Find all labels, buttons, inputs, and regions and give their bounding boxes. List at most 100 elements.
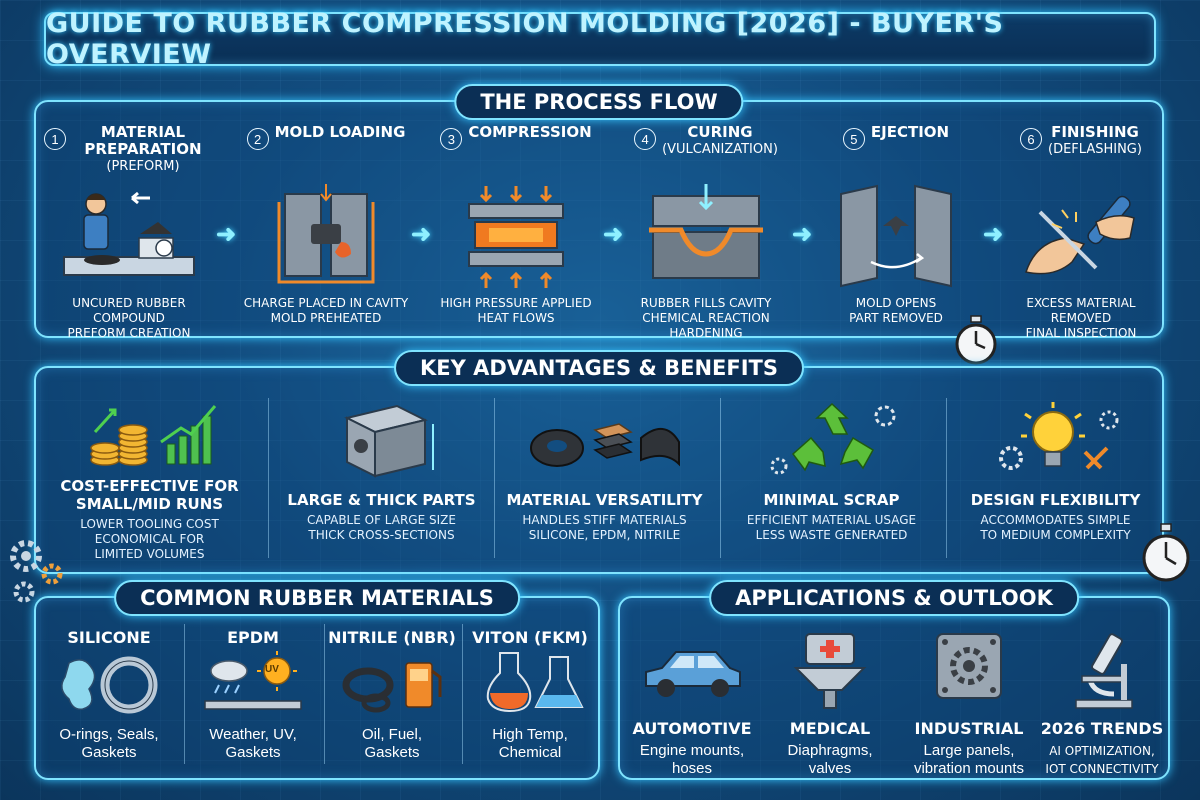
flow-arrow-icon: ➜ (983, 221, 1004, 248)
advantage-title: DESIGN FLEXIBILITY (970, 491, 1141, 509)
application-desc: valves (808, 760, 852, 777)
advantage-desc: CAPABLE OF LARGE SIZE (307, 513, 456, 527)
divider (268, 398, 269, 558)
step-caption: HARDENING (669, 326, 743, 340)
lightbulb-icon (998, 402, 1118, 470)
advantage-desc: HANDLES STIFF MATERIALS (522, 513, 687, 527)
step-caption: PREFORM CREATION (67, 326, 191, 340)
step-title: EJECTION (870, 123, 950, 141)
step-caption: MOLD PREHEATED (270, 311, 382, 325)
advantage-desc: ACCOMMODATES SIMPLE (980, 513, 1131, 527)
divider (462, 624, 463, 764)
material-nitrile: NITRILE (NBR) Oil, Fuel,Gaskets (322, 628, 462, 762)
divider (720, 398, 721, 558)
material-title: NITRILE (NBR) (328, 628, 456, 647)
curing-mold-icon (649, 184, 763, 279)
step-number: 4 (634, 128, 657, 150)
advantages-panel: KEY ADVANTAGES & BENEFITS COST-EFFECTIVE… (34, 350, 1164, 574)
application-desc: hoses (671, 760, 713, 777)
coins-chart-icon (89, 405, 216, 466)
material-samples-icon (529, 423, 680, 467)
title-banner: GUIDE TO RUBBER COMPRESSION MOLDING [202… (44, 8, 1156, 70)
material-desc: High Temp, (492, 726, 568, 743)
compression-press-icon (468, 186, 564, 288)
advantage-material-versatility: MATERIAL VERSATILITY HANDLES STIFF MATER… (497, 398, 712, 543)
divider (494, 398, 495, 558)
step-subtitle: (PREFORM) (106, 159, 180, 174)
deflashing-tool-icon (1025, 195, 1135, 275)
advantages-heading: KEY ADVANTAGES & BENEFITS (394, 350, 804, 386)
divider (324, 624, 325, 764)
advantage-desc: LOWER TOOLING COST (80, 517, 219, 531)
mold-ejection-icon (840, 184, 952, 288)
stopwatch-icon (1142, 523, 1190, 582)
application-title: 2026 TRENDS (1040, 719, 1164, 738)
advantage-desc: EFFICIENT MATERIAL USAGE (746, 513, 917, 527)
advantage-desc: SILICONE, EPDM, NITRILE (528, 528, 681, 542)
process-flow-panel: THE PROCESS FLOW 1 MATERIAL PREPARATION(… (34, 84, 1166, 341)
step-number: 6 (1020, 128, 1043, 150)
material-desc: O-rings, Seals, (59, 726, 159, 743)
step-caption: CHARGE PLACED IN CAVITY (243, 296, 409, 310)
step-caption: CHEMICAL REACTION (642, 311, 770, 325)
process-step-6: 6 FINISHING(DEFLASHING) EXCESS MATERIAL … (996, 124, 1166, 341)
application-desc: IOT CONNECTIVITY (1045, 762, 1159, 776)
divider (184, 624, 185, 764)
advantage-title: LARGE & THICK PARTS (287, 491, 476, 509)
car-icon (645, 651, 741, 697)
application-desc: Engine mounts, (639, 742, 745, 759)
advantage-title: MATERIAL VERSATILITY (506, 491, 703, 509)
block-part-icon (343, 404, 434, 478)
step-title: CURING (687, 123, 753, 141)
divider (946, 398, 947, 558)
material-title: SILICONE (67, 628, 151, 647)
step-number: 2 (246, 128, 269, 150)
gear-icon (10, 540, 63, 603)
material-viton: VITON (FKM) High Temp,Chemical (462, 628, 598, 762)
microscope-icon (1075, 633, 1133, 709)
medical-diaphragm-icon (793, 633, 867, 709)
advantage-desc: LESS WASTE GENERATED (755, 528, 908, 542)
page-title: GUIDE TO RUBBER COMPRESSION MOLDING [202… (46, 8, 1004, 70)
flask-chemical-icon (486, 652, 584, 713)
step-subtitle: (VULCANIZATION) (662, 142, 778, 157)
flow-arrow-icon: ➜ (216, 221, 237, 248)
step-title: FINISHING (1051, 123, 1139, 141)
step-number: 1 (44, 128, 66, 150)
step-caption: RUBBER FILLS CAVITY (640, 296, 772, 310)
flow-arrow-icon: ➜ (792, 221, 813, 248)
advantage-title: COST-EFFECTIVE FOR SMALL/MID RUNS (60, 477, 239, 513)
material-desc: Gaskets (225, 744, 281, 761)
application-medical: MEDICAL Diaphragms,valves (764, 628, 896, 778)
process-step-4: 4 CURING(VULCANIZATION) RUBBER FILLS CAV… (621, 124, 791, 341)
process-step-1: 1 MATERIAL PREPARATION(PREFORM) UNCURED … (44, 124, 214, 341)
application-desc: vibration mounts (913, 760, 1025, 777)
material-title: EPDM (227, 628, 279, 647)
material-title: VITON (FKM) (472, 628, 588, 647)
step-caption: UNCURED RUBBER COMPOUND (72, 296, 186, 325)
stopwatch-icon (955, 315, 997, 365)
material-epdm: EPDM UV Weather, UV,Gaskets (188, 628, 318, 762)
advantage-desc: TO MEDIUM COMPLEXITY (980, 528, 1131, 542)
material-desc: Chemical (498, 744, 562, 761)
nitrile-fuel-icon (342, 662, 442, 713)
application-automotive: AUTOMOTIVE Engine mounts,hoses (626, 628, 758, 778)
application-desc: AI OPTIMIZATION, (1049, 744, 1155, 758)
step-caption: PART REMOVED (849, 311, 943, 325)
application-desc: Large panels, (923, 742, 1015, 759)
advantage-desc: LIMITED VOLUMES (94, 547, 205, 561)
material-desc: Weather, UV, (209, 726, 297, 743)
flow-arrow-icon: ➜ (603, 221, 624, 248)
uv-badge: UV (265, 664, 279, 675)
applications-heading: APPLICATIONS & OUTLOOK (709, 580, 1079, 616)
step-caption: EXCESS MATERIAL REMOVED (1026, 296, 1136, 325)
material-desc: Gaskets (364, 744, 420, 761)
weather-uv-icon (204, 651, 302, 710)
mold-loading-icon (277, 184, 375, 284)
applications-panel: APPLICATIONS & OUTLOOK AUTOMOTIVE Engine… (618, 580, 1170, 780)
advantage-title: MINIMAL SCRAP (763, 491, 900, 509)
silicone-oring-icon (61, 656, 158, 714)
